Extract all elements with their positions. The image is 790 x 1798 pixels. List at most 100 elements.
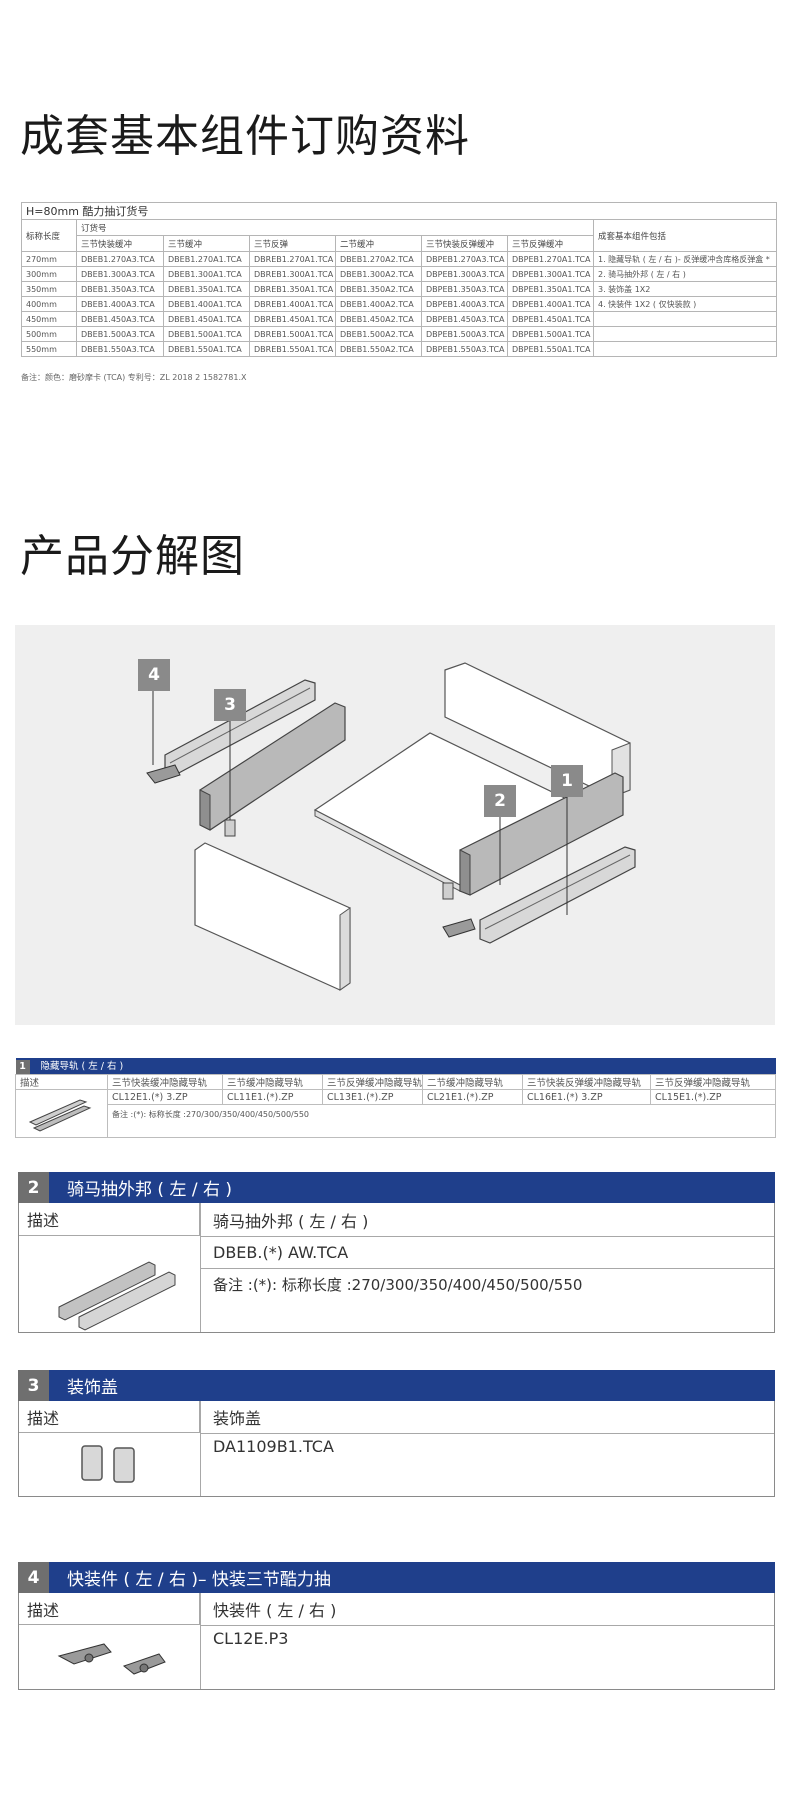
part2-block: 2 骑马抽外邦 ( 左 / 右 ) 描述 骑马抽外邦 ( 左 / 右 ) DBE…	[18, 1172, 775, 1333]
sub-header: 三节反弹缓冲	[507, 235, 594, 252]
order-code: DBREB1.270A1.TCA	[249, 251, 336, 267]
order-row-length: 450mm	[21, 311, 77, 327]
order-code: DBREB1.450A1.TCA	[249, 311, 336, 327]
part2-number: 2	[18, 1172, 49, 1203]
part2-header-bar: 2 骑马抽外邦 ( 左 / 右 )	[18, 1172, 775, 1203]
sub-header: 三节反弹	[249, 235, 336, 252]
part1-name: 三节快装反弹缓冲隐藏导轨	[522, 1074, 651, 1090]
cap-image	[81, 1445, 135, 1483]
order-code: DBPEB1.300A3.TCA	[421, 266, 508, 282]
order-info-title: 成套基本组件订购资料	[20, 111, 470, 162]
order-row-includes: 3. 装饰盖 1X2	[592, 281, 778, 297]
order-code: DBEB1.550A3.TCA	[76, 341, 164, 357]
order-code: DBEB1.400A2.TCA	[335, 296, 422, 312]
order-table-note: 备注：颜色：磨砂摩卡 (TCA) 专利号：ZL 2018 2 1582781.X	[21, 373, 247, 382]
order-row-includes: 4. 快装件 1X2 ( 仅快装款 )	[592, 296, 778, 312]
order-code: DBREB1.300A1.TCA	[249, 266, 336, 282]
part1-table: 1 隐藏导轨 ( 左 / 右 ) 描述 三节快装缓冲隐藏导轨 三节缓冲隐藏导轨 …	[15, 1058, 777, 1138]
order-row-length: 270mm	[21, 251, 77, 267]
order-row-length: 300mm	[21, 266, 77, 282]
part1-title: 隐藏导轨 ( 左 / 右 )	[40, 1061, 124, 1072]
part2-code: DBEB.(*) AW.TCA	[201, 1236, 774, 1269]
order-code: DBEB1.270A1.TCA	[163, 251, 250, 267]
order-code: DBPEB1.350A3.TCA	[421, 281, 508, 297]
exploded-view-title: 产品分解图	[20, 531, 245, 582]
order-row-includes: 2. 骑马抽外邦 ( 左 / 右 )	[592, 266, 778, 282]
order-row-includes	[592, 326, 778, 342]
sub-header: 二节缓冲	[335, 235, 422, 252]
order-row-length: 400mm	[21, 296, 77, 312]
order-code: DBREB1.400A1.TCA	[249, 296, 336, 312]
part3-block: 3 装饰盖 描述 装饰盖 DA1109B1.TCA	[18, 1370, 775, 1497]
order-row-includes: 1. 隐藏导轨 ( 左 / 右 )- 反弹缓冲含库格反弹盒 *	[592, 251, 778, 267]
part4-name: 快装件 ( 左 / 右 )	[201, 1593, 774, 1626]
col-includes-header: 成套基本组件包括	[592, 219, 778, 252]
part4-desc-label: 描述	[19, 1593, 200, 1625]
order-code: DBEB1.550A1.TCA	[163, 341, 250, 357]
order-code: DBEB1.300A1.TCA	[163, 266, 250, 282]
order-code: DBPEB1.350A1.TCA	[507, 281, 594, 297]
callout-2: 2	[484, 785, 516, 817]
order-code: DBEB1.350A3.TCA	[76, 281, 164, 297]
part2-title: 骑马抽外邦 ( 左 / 右 )	[67, 1180, 233, 1200]
part4-title: 快装件 ( 左 / 右 )– 快装三节酷力抽	[67, 1570, 331, 1590]
order-code: DBEB1.270A2.TCA	[335, 251, 422, 267]
order-code: DBPEB1.500A1.TCA	[507, 326, 594, 342]
order-code: DBEB1.450A2.TCA	[335, 311, 422, 327]
part1-name: 二节缓冲隐藏导轨	[422, 1074, 523, 1090]
sub-header: 三节缓冲	[163, 235, 250, 252]
order-code: DBEB1.350A1.TCA	[163, 281, 250, 297]
order-row-includes	[592, 341, 778, 357]
runner-image	[28, 1099, 92, 1132]
side-wall-image	[58, 1261, 176, 1331]
exploded-diagram: 4 3 2 1	[15, 625, 775, 1025]
part4-code: CL12E.P3	[213, 1629, 289, 1648]
part4-number: 4	[18, 1562, 49, 1593]
left-quick-fixer	[146, 764, 181, 784]
order-code: DBPEB1.450A1.TCA	[507, 311, 594, 327]
order-table: H=80mm 酷力抽订货号 标称长度 订货号 成套基本组件包括 三节快装缓冲 三…	[20, 202, 778, 357]
part1-name: 三节缓冲隐藏导轨	[222, 1074, 323, 1090]
order-code: DBPEB1.450A3.TCA	[421, 311, 508, 327]
order-code: DBEB1.270A3.TCA	[76, 251, 164, 267]
part1-note: 备注 :(*): 标称长度 :270/300/350/400/450/500/5…	[106, 1104, 777, 1138]
part1-code: CL13E1.(*).ZP	[322, 1089, 423, 1105]
order-code: DBPEB1.550A1.TCA	[507, 341, 594, 357]
right-runner	[479, 846, 636, 944]
exploded-drawing	[146, 662, 636, 991]
right-quick-fixer	[442, 918, 476, 938]
order-code: DBPEB1.270A3.TCA	[421, 251, 508, 267]
order-row-includes	[592, 311, 778, 327]
part1-code: CL21E1.(*).ZP	[422, 1089, 523, 1105]
order-code: DBEB1.500A2.TCA	[335, 326, 422, 342]
part4-image	[19, 1626, 200, 1689]
col-order-header: 订货号	[76, 219, 594, 236]
part3-desc-label: 描述	[19, 1401, 200, 1433]
part1-image	[15, 1089, 108, 1138]
order-code: DBREB1.350A1.TCA	[249, 281, 336, 297]
order-code: DBPEB1.500A3.TCA	[421, 326, 508, 342]
order-table-caption: H=80mm 酷力抽订货号	[20, 202, 778, 220]
order-code: DBEB1.400A1.TCA	[163, 296, 250, 312]
part3-number: 3	[18, 1370, 49, 1401]
callout-3: 3	[214, 689, 246, 721]
part1-name: 三节快装缓冲隐藏导轨	[107, 1074, 223, 1090]
col-length-header: 标称长度	[21, 219, 77, 252]
part1-code: CL11E1.(*).ZP	[222, 1089, 323, 1105]
order-code: DBPEB1.550A3.TCA	[421, 341, 508, 357]
part2-desc-label: 描述	[19, 1203, 200, 1236]
order-code: DBPEB1.270A1.TCA	[507, 251, 594, 267]
part1-header-bar: 1 隐藏导轨 ( 左 / 右 )	[15, 1058, 776, 1075]
part3-title: 装饰盖	[67, 1378, 118, 1398]
order-code: DBPEB1.400A1.TCA	[507, 296, 594, 312]
callout-4: 4	[138, 659, 170, 691]
part1-code: CL12E1.(*) 3.ZP	[107, 1089, 223, 1105]
part1-name: 三节反弹缓冲隐藏导轨	[649, 1074, 777, 1090]
order-code: DBEB1.550A2.TCA	[335, 341, 422, 357]
callout-1: 1	[551, 765, 583, 797]
